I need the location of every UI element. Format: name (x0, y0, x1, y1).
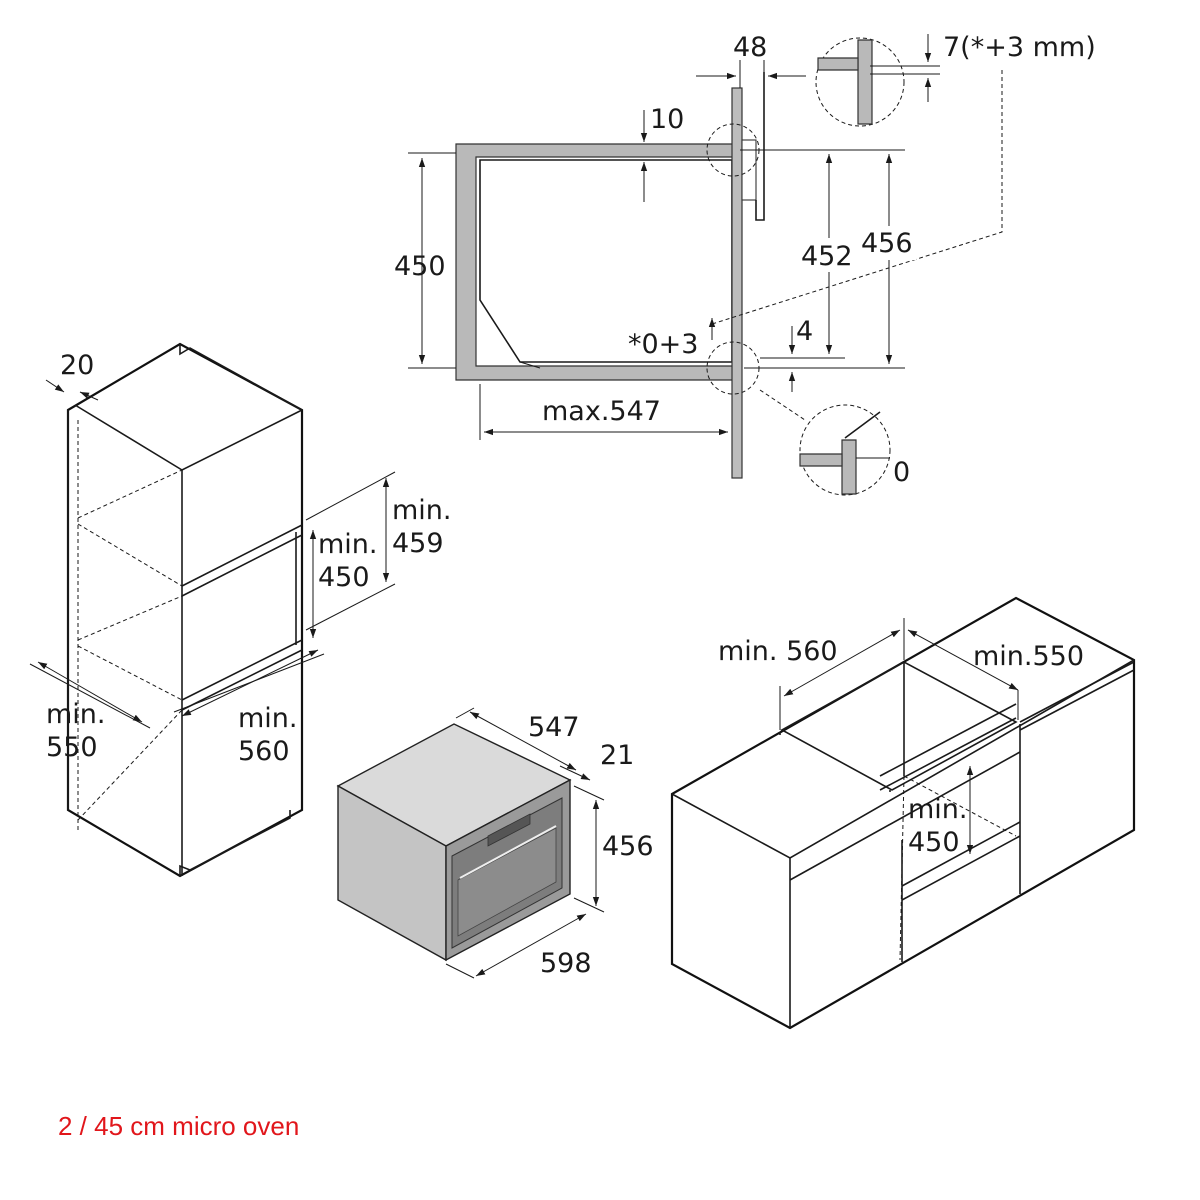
front-panel (731, 87, 743, 479)
detail-zoom-top (815, 37, 905, 127)
oven-body-section (479, 159, 733, 363)
dim-min459-label: min. (392, 495, 452, 526)
dim-min550-value: 550 (46, 732, 98, 763)
dim-height-452: 452 (801, 241, 853, 272)
dim-top-gap: 7(*+3 mm) (943, 32, 1096, 63)
dim-height-456: 456 (861, 228, 913, 259)
tall-cabinet: 20 min. 459 min. 450 min. 550 min. 560 (29, 342, 452, 878)
dim-min550-label: min. (46, 699, 106, 730)
dim-oven-width: 598 (540, 948, 592, 979)
dim-min560-value: 560 (238, 736, 290, 767)
dim-base-height-label: min. (908, 794, 968, 825)
dim-min450-value: 450 (318, 562, 370, 593)
dim-depth: max.547 (542, 396, 661, 427)
dim-tolerance: *0+3 (628, 329, 698, 360)
dim-gap-top: 48 (733, 32, 767, 63)
dim-zero: 0 (893, 457, 910, 488)
dim-min459-value: 459 (392, 528, 444, 559)
dim-base-depth: min.550 (973, 641, 1084, 672)
dim-oven-height: 456 (602, 831, 654, 862)
section-view: 48 7(*+3 mm) 10 450 452 456 4 *0+3 (394, 32, 1096, 496)
cabinet-outline (66, 342, 304, 878)
dim-min560-label: min. (238, 703, 298, 734)
dim-ten: 10 (650, 104, 684, 135)
dim-min450-label: min. (318, 529, 378, 560)
dim-oven-offset: 21 (600, 740, 634, 771)
detail-zoom-bottom (799, 404, 891, 496)
oven-illustration: 547 21 456 598 (336, 707, 654, 979)
dim-base-width: min. 560 (718, 636, 838, 667)
dim-panel: 20 (60, 350, 94, 381)
base-cabinet-outline (670, 596, 1136, 1030)
caption: 2 / 45 cm micro oven (58, 1111, 299, 1141)
dim-base-height-value: 450 (908, 827, 960, 858)
dim-oven-depth: 547 (528, 712, 580, 743)
dim-four: 4 (796, 316, 813, 347)
base-cabinet: min. 560 min.550 min. 450 (670, 596, 1136, 1030)
dim-height-450: 450 (394, 251, 446, 282)
